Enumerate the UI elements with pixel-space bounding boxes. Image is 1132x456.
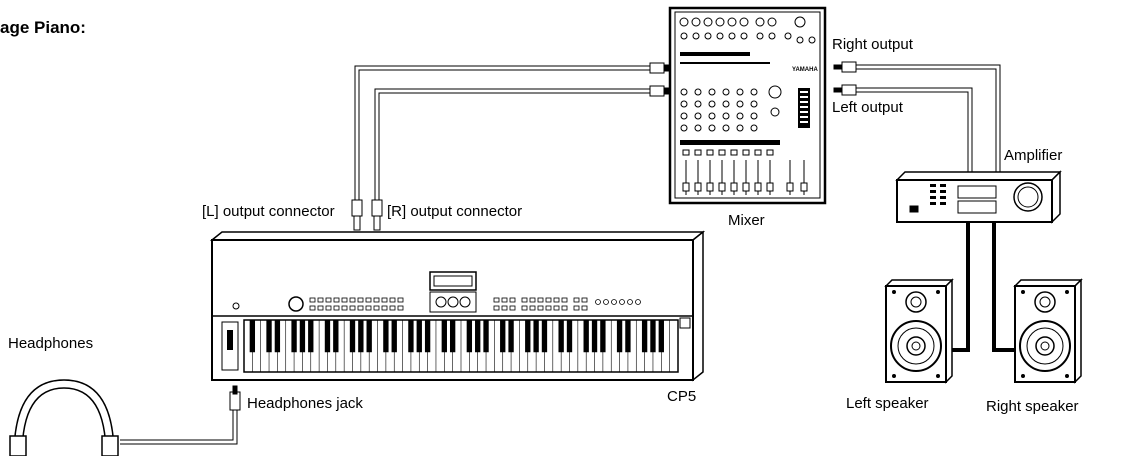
- black-key: [441, 320, 447, 353]
- black-key: [483, 320, 489, 353]
- black-key: [500, 320, 506, 353]
- black-key: [391, 320, 397, 353]
- black-key: [324, 320, 331, 353]
- black-key: [333, 320, 339, 353]
- black-key: [541, 320, 548, 353]
- mixer-brand: YAMAHA: [792, 67, 818, 73]
- headphones-label: Headphones: [8, 335, 94, 352]
- page-title: age Piano:: [0, 18, 86, 37]
- r-output-connector-label: [R] output connector: [387, 203, 523, 220]
- headphones-jack-label: Headphones jack: [247, 395, 363, 412]
- black-key: [533, 320, 539, 353]
- mixer-icon: YAMAHA: [668, 6, 827, 205]
- black-key: [658, 320, 664, 353]
- piano-icon: [209, 230, 706, 382]
- black-key: [266, 320, 272, 353]
- speaker-icon: [1013, 278, 1083, 384]
- cable-icon: [120, 64, 1001, 445]
- black-key: [600, 320, 606, 353]
- left-speaker-label: Left speaker: [846, 395, 929, 412]
- black-key: [424, 320, 431, 353]
- black-key: [508, 320, 514, 353]
- black-key: [249, 320, 256, 353]
- cp5-label: CP5: [667, 388, 697, 405]
- jack-plug-icon: [229, 61, 857, 411]
- black-key: [625, 320, 631, 353]
- left-output-label: Left output: [832, 99, 903, 116]
- black-key: [408, 320, 414, 353]
- black-key: [641, 320, 648, 353]
- speaker-icon: [884, 278, 954, 384]
- mixer-label: Mixer: [728, 212, 765, 229]
- black-key: [466, 320, 473, 353]
- speaker-cable: [945, 222, 1015, 352]
- black-key: [383, 320, 389, 353]
- black-key: [416, 320, 422, 353]
- right-speaker-label: Right speaker: [986, 398, 1079, 415]
- black-key: [583, 320, 589, 353]
- black-key: [358, 320, 364, 353]
- black-key: [308, 320, 314, 353]
- black-key: [349, 320, 356, 353]
- black-key: [558, 320, 564, 353]
- black-key: [525, 320, 531, 353]
- black-key: [299, 320, 306, 353]
- black-key: [650, 320, 656, 353]
- amplifier-label: Amplifier: [1004, 147, 1063, 164]
- amplifier-icon: [895, 170, 1062, 224]
- black-key: [449, 320, 456, 353]
- right-output-label: Right output: [832, 36, 913, 53]
- headphones-icon: [9, 379, 119, 456]
- black-key: [566, 320, 573, 353]
- black-key: [291, 320, 297, 353]
- black-key: [591, 320, 598, 353]
- black-key: [475, 320, 481, 353]
- black-key: [616, 320, 623, 353]
- l-output-connector-label: [L] output connector: [202, 203, 335, 220]
- black-key: [366, 320, 372, 353]
- black-key: [274, 320, 281, 353]
